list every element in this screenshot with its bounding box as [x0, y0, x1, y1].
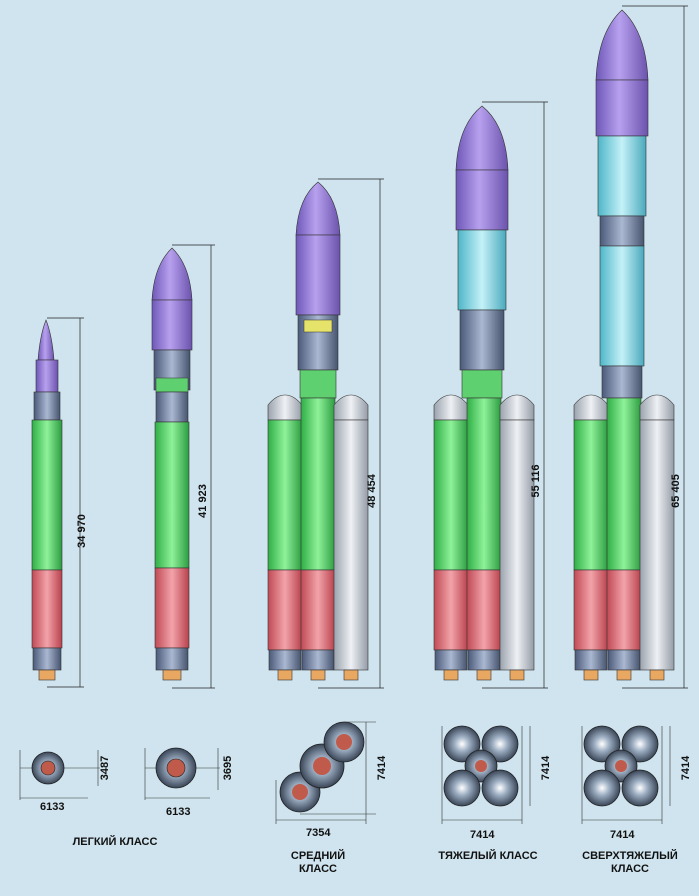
- class-label-super-heavy: СВЕРХТЯЖЕЛЫЙ КЛАСС: [570, 850, 690, 876]
- plan-width-dim-3: 7354: [306, 827, 331, 839]
- class-label-super-heavy-line1: СВЕРХТЯЖЕЛЫЙ: [582, 850, 678, 862]
- plan-height-dim-1: 3487: [99, 755, 111, 781]
- rocket-heavy-class: [433, 101, 548, 689]
- plan-width-dim-1: 6133: [40, 801, 65, 813]
- height-dim-4: 55 116: [530, 464, 542, 498]
- plan-width-dim-2: 6133: [166, 806, 191, 818]
- plan-view-4: [441, 725, 531, 824]
- height-dim-2: 41 923: [197, 484, 209, 518]
- plan-view-2: [144, 747, 220, 800]
- plan-height-dim-4: 7414: [540, 755, 552, 781]
- rocket-super-heavy-class: [573, 5, 688, 689]
- class-label-medium: СРЕДНИЙ КЛАСС: [278, 850, 358, 876]
- class-label-heavy: ТЯЖЕЛЫЙ КЛАСС: [438, 850, 538, 862]
- rocket-light-class: [31, 317, 84, 688]
- class-label-light: ЛЕГКИЙ КЛАСС: [72, 836, 158, 848]
- plan-height-dim-2: 3695: [222, 755, 234, 781]
- class-label-medium-line2: КЛАСС: [299, 863, 337, 875]
- plan-view-1: [19, 750, 100, 800]
- class-label-super-heavy-line2: КЛАСС: [611, 863, 649, 875]
- height-dim-3: 48 454: [366, 474, 378, 508]
- plan-view-5: [581, 725, 671, 824]
- plan-view-3: [275, 721, 376, 824]
- plan-width-dim-5: 7414: [610, 829, 635, 841]
- class-label-medium-line1: СРЕДНИЙ: [290, 850, 346, 862]
- plan-width-dim-4: 7414: [470, 829, 495, 841]
- plan-height-dim-3: 7414: [376, 755, 388, 781]
- height-dim-1: 34 970: [76, 514, 88, 548]
- rocket-light-class-2: [151, 244, 215, 689]
- height-dim-5: 65 405: [670, 474, 682, 508]
- rocket-medium-class: [267, 178, 384, 689]
- plan-height-dim-5: 7414: [680, 755, 692, 781]
